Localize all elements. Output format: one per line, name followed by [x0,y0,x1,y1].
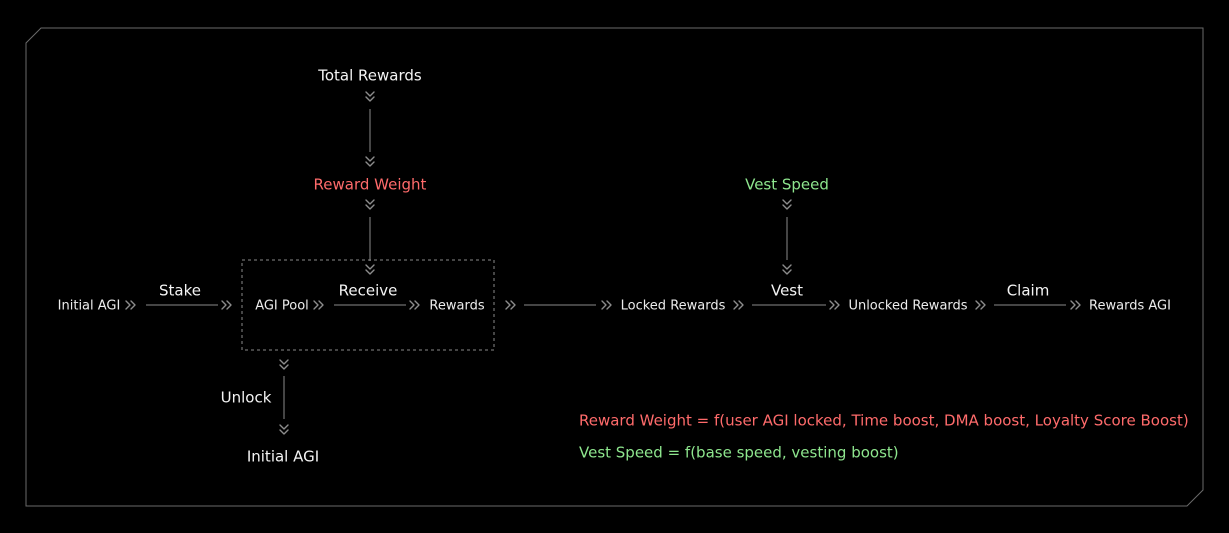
agi-pool-box [241,259,495,351]
double-chevron-icon [782,199,792,210]
edge-label-unlock: Unlock [220,388,272,407]
double-chevron-icon [782,264,792,275]
double-chevron-icon [505,300,516,310]
double-chevron-icon [829,300,840,310]
edge-label-stake: Stake [159,281,201,300]
double-chevron-icon [365,199,375,210]
edge-label-receive: Receive [338,281,398,300]
double-chevron-icon [279,359,289,370]
node-unlocked-rewards: Unlocked Rewards [848,298,968,314]
double-chevron-icon [279,424,289,435]
double-chevron-icon [221,300,232,310]
double-chevron-icon [1070,300,1081,310]
double-chevron-icon [409,300,420,310]
double-chevron-icon [601,300,612,310]
double-chevron-icon [125,300,136,310]
double-chevron-icon [733,300,744,310]
double-chevron-icon [365,156,375,167]
node-vest-speed: Vest Speed [745,175,829,194]
double-chevron-icon [365,91,375,102]
node-total-rewards: Total Rewards [318,66,422,85]
edge-label-vest: Vest [770,281,804,300]
formula-vest-speed: Vest Speed = f(base speed, vesting boost… [579,443,899,462]
frame-border [25,27,1204,507]
node-initial-agi: Initial AGI [57,298,121,314]
node-agi-pool: AGI Pool [255,298,309,314]
node-rewards: Rewards [429,298,485,314]
formula-reward-weight: Reward Weight = f(user AGI locked, Time … [579,411,1189,430]
double-chevron-icon [975,300,986,310]
node-locked-rewards: Locked Rewards [620,298,726,314]
double-chevron-icon [313,300,324,310]
node-rewards-agi: Rewards AGI [1089,298,1171,314]
edge-label-claim: Claim [1006,281,1050,300]
node-reward-weight: Reward Weight [313,175,427,194]
node-initial-agi-bottom: Initial AGI [246,447,320,466]
double-chevron-icon [365,264,375,275]
